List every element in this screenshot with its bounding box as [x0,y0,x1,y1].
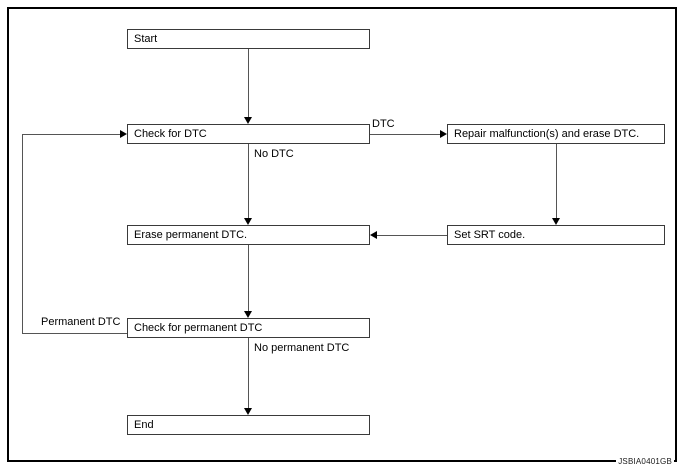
node-set-srt-code: Set SRT code. [447,225,665,245]
edge-label-dtc: DTC [372,118,395,131]
edge-repair-to-set-srt-line [556,144,557,218]
edge-check-perm-to-end-line [248,338,249,408]
edge-erase-to-check-perm-arrowhead [244,311,252,318]
node-erase-permanent-dtc: Erase permanent DTC. [127,225,370,245]
node-start: Start [127,29,370,49]
edge-set-srt-to-erase-arrowhead [370,231,377,239]
node-check-for-dtc: Check for DTC [127,124,370,144]
edge-check-dtc-to-repair-arrowhead [440,130,447,138]
edge-feedback-bottom-line [22,333,128,334]
node-end: End [127,415,370,435]
edge-check-dtc-to-erase-line [248,144,249,218]
edge-feedback-arrowhead [120,130,127,138]
edge-label-no-permanent-dtc: No permanent DTC [254,342,350,355]
edge-label-permanent-dtc: Permanent DTC [41,316,121,329]
node-check-for-permanent-dtc: Check for permanent DTC [127,318,370,338]
node-repair-malfunctions: Repair malfunction(s) and erase DTC. [447,124,665,144]
edge-check-dtc-to-repair-line [370,134,440,135]
edge-check-perm-to-end-arrowhead [244,408,252,415]
edge-feedback-left-line [22,134,23,334]
edge-repair-to-set-srt-arrowhead [552,218,560,225]
edge-label-no-dtc: No DTC [254,148,294,161]
edge-start-to-check-dtc-arrowhead [244,117,252,124]
edge-feedback-top-line [22,134,120,135]
edge-erase-to-check-perm-line [248,245,249,311]
figure-id-watermark: JSBIA0401GB [616,457,674,466]
edge-start-to-check-dtc-line [248,49,249,117]
figure-border [7,7,677,462]
edge-check-dtc-to-erase-arrowhead [244,218,252,225]
edge-set-srt-to-erase-line [377,235,447,236]
